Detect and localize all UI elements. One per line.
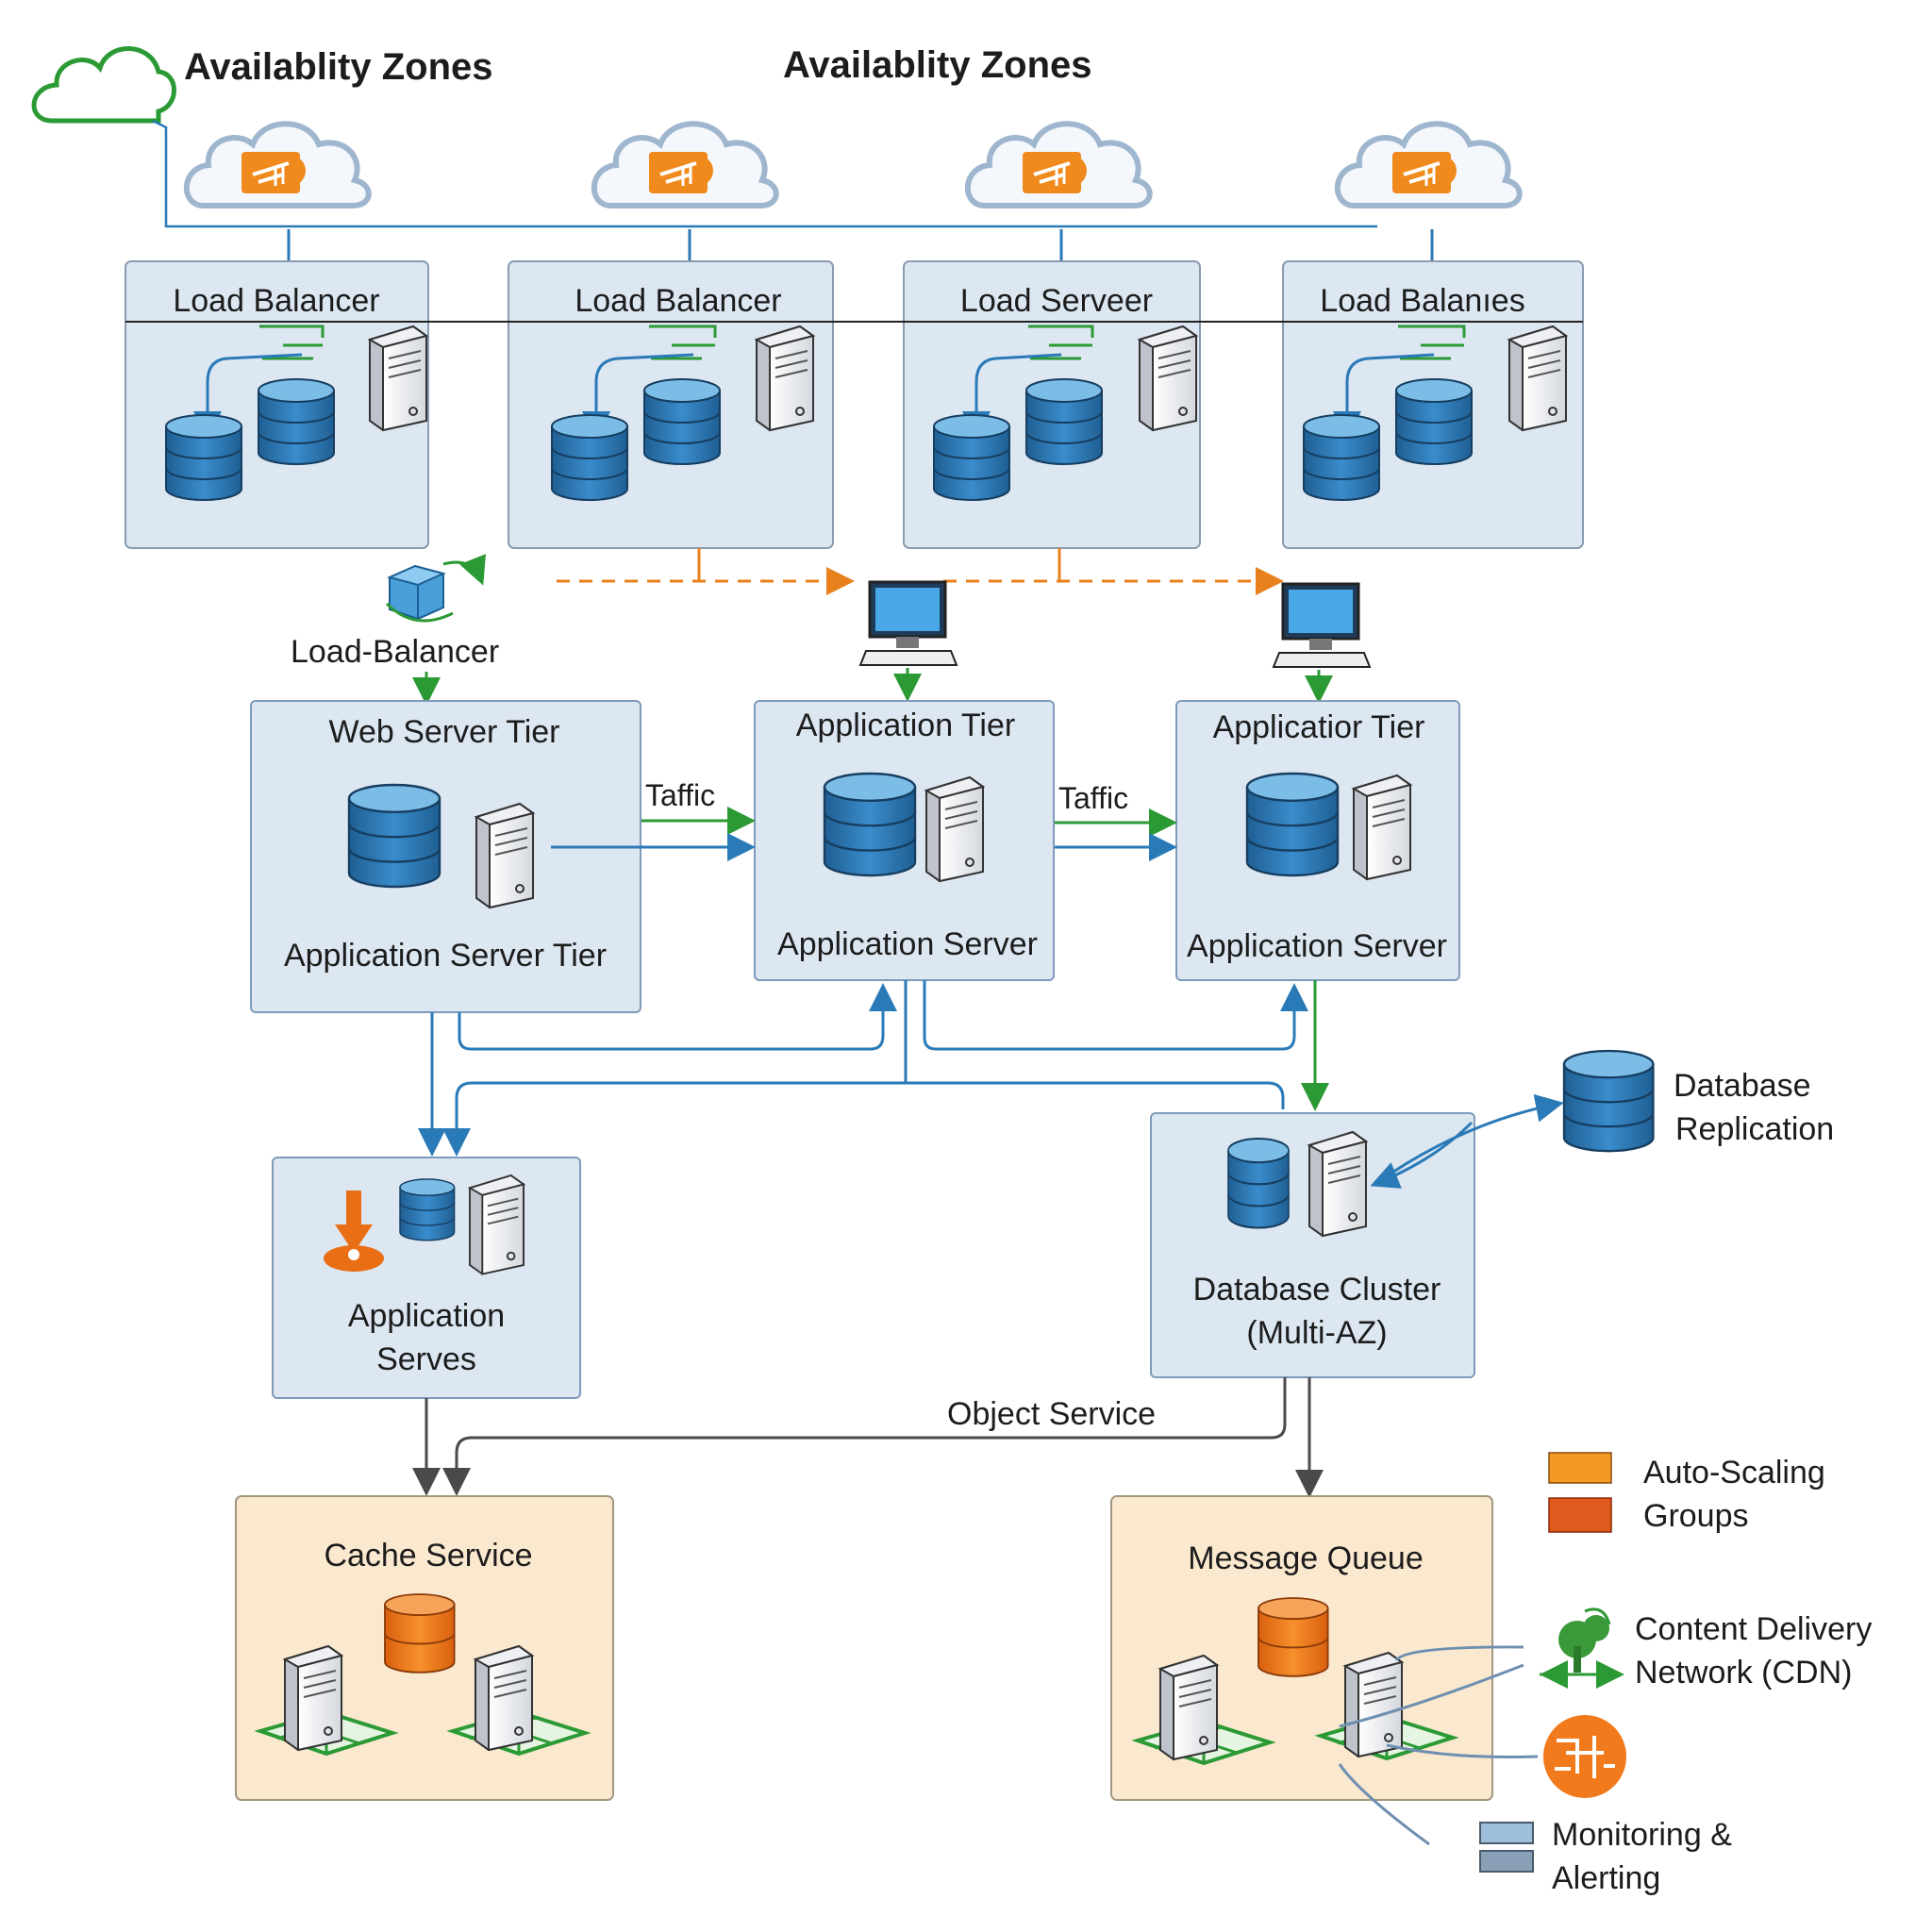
app-tier-title: Application Tier: [796, 708, 1015, 743]
legend-cdn-line2: Network (CDN): [1635, 1655, 1852, 1690]
orange-database-icon: [384, 1593, 456, 1674]
db-cluster-line2: (Multi-AZ): [1246, 1315, 1387, 1351]
legend: Auto-Scaling Groups Content Delivery Net…: [1479, 1452, 1872, 1896]
cdn-tree-icon: [1540, 1607, 1624, 1689]
zone-cloud-icon-2: [594, 124, 776, 206]
applicatior-tier-panel: Applicatior Tier Application Server: [1175, 700, 1460, 981]
server-icon: [1308, 1131, 1367, 1237]
application-tier-panel: Application Tier Application Server: [754, 700, 1055, 981]
server-icon: [469, 1174, 525, 1275]
zone-title-4: Load Balanıes: [1320, 283, 1524, 319]
computer-icon: [1272, 582, 1372, 668]
db-replication-line2: Replication: [1675, 1111, 1834, 1147]
load-balancer-label: Load-Balancer: [291, 634, 499, 670]
monitoring-swatch-light: [1479, 1822, 1534, 1844]
database-icon: [347, 783, 441, 889]
database-icon: [165, 414, 242, 501]
legend-monitoring-line1: Monitoring &: [1552, 1817, 1732, 1853]
cache-service-title: Cache Service: [324, 1538, 532, 1574]
message-queue-panel: Message Queue: [1110, 1495, 1493, 1801]
zone-content-1: [165, 325, 427, 501]
legend-cdn-line1: Content Delivery: [1635, 1611, 1872, 1647]
database-icon: [1395, 378, 1473, 465]
download-icon: [324, 1191, 384, 1272]
legend-auto-scaling-line1: Auto-Scaling: [1643, 1455, 1825, 1491]
zone-content-2: [551, 325, 814, 501]
zone-cloud-icon-1: [187, 124, 369, 206]
database-icon: [933, 414, 1010, 501]
database-icon: [1226, 1137, 1291, 1229]
app-serves-line2: Serves: [376, 1341, 476, 1377]
computer-icon: [858, 580, 958, 666]
traffic-label-2: Taffic: [1058, 781, 1128, 815]
db-replication-line1: Database: [1674, 1068, 1811, 1104]
database-icon: [1303, 414, 1380, 501]
zone-title-3: Load Serveer: [960, 283, 1153, 319]
orange-database-icon: [1257, 1597, 1329, 1677]
server-icon: [1159, 1655, 1218, 1760]
web-tier-title: Web Server Tier: [328, 714, 559, 750]
server-icon: [925, 776, 984, 882]
app-serves-line1: Application: [348, 1298, 505, 1334]
auto-scaling-swatch-orange: [1548, 1452, 1612, 1484]
zone-link-line: [152, 119, 1377, 228]
zone-cloud-icon-4: [1338, 124, 1520, 206]
traffic-label-1: Taffic: [645, 778, 715, 812]
load-balancer-icon: [385, 554, 486, 623]
server-icon: [475, 1645, 533, 1751]
server-icon: [475, 803, 534, 908]
object-service-label: Object Service: [947, 1396, 1156, 1432]
database-icon: [823, 772, 917, 877]
database-icon: [551, 414, 628, 501]
legend-monitoring-line2: Alerting: [1552, 1860, 1660, 1896]
message-queue-title: Message Queue: [1188, 1541, 1424, 1576]
zone-cloud-icon-3: [968, 124, 1150, 206]
zone-title-1: Load Balancer: [173, 283, 379, 319]
application-serves-panel: Application Serves: [272, 1157, 581, 1399]
server-icon: [369, 325, 427, 431]
replication-database-icon: [1562, 1049, 1655, 1153]
main-cloud-icon: [31, 46, 176, 124]
db-cluster-line1: Database Cluster: [1193, 1272, 1441, 1307]
cache-service-panel: Cache Service: [235, 1495, 614, 1801]
server-icon: [284, 1645, 342, 1751]
database-icon: [1245, 772, 1340, 877]
server-icon: [1353, 774, 1411, 880]
database-icon: [643, 378, 721, 465]
server-icon: [1139, 325, 1197, 431]
database-icon: [1025, 378, 1103, 465]
app2-tier-subtitle: Application Server: [1187, 928, 1447, 964]
zone-content-3: [933, 325, 1197, 501]
app-tier-subtitle: Application Server: [777, 926, 1038, 962]
web-tier-subtitle: Application Server Tier: [284, 938, 607, 974]
zone-title-2: Load Balancer: [575, 283, 781, 319]
monitoring-swatch-dark: [1479, 1850, 1534, 1873]
database-icon: [399, 1178, 456, 1241]
web-server-tier-panel: Web Server Tier Application Server Tier: [250, 700, 641, 1013]
monitoring-circle-icon: [1543, 1715, 1626, 1798]
server-icon: [756, 325, 814, 431]
app2-tier-title: Applicatior Tier: [1213, 709, 1425, 745]
server-icon: [1508, 325, 1567, 431]
database-icon: [258, 378, 335, 465]
heading-left: Availablity Zones: [184, 46, 493, 88]
server-icon: [1344, 1652, 1403, 1757]
heading-center: Availablity Zones: [783, 44, 1092, 86]
auto-scaling-swatch-red: [1548, 1497, 1612, 1533]
legend-auto-scaling-line2: Groups: [1643, 1498, 1749, 1534]
zone-content-4: [1303, 325, 1567, 501]
